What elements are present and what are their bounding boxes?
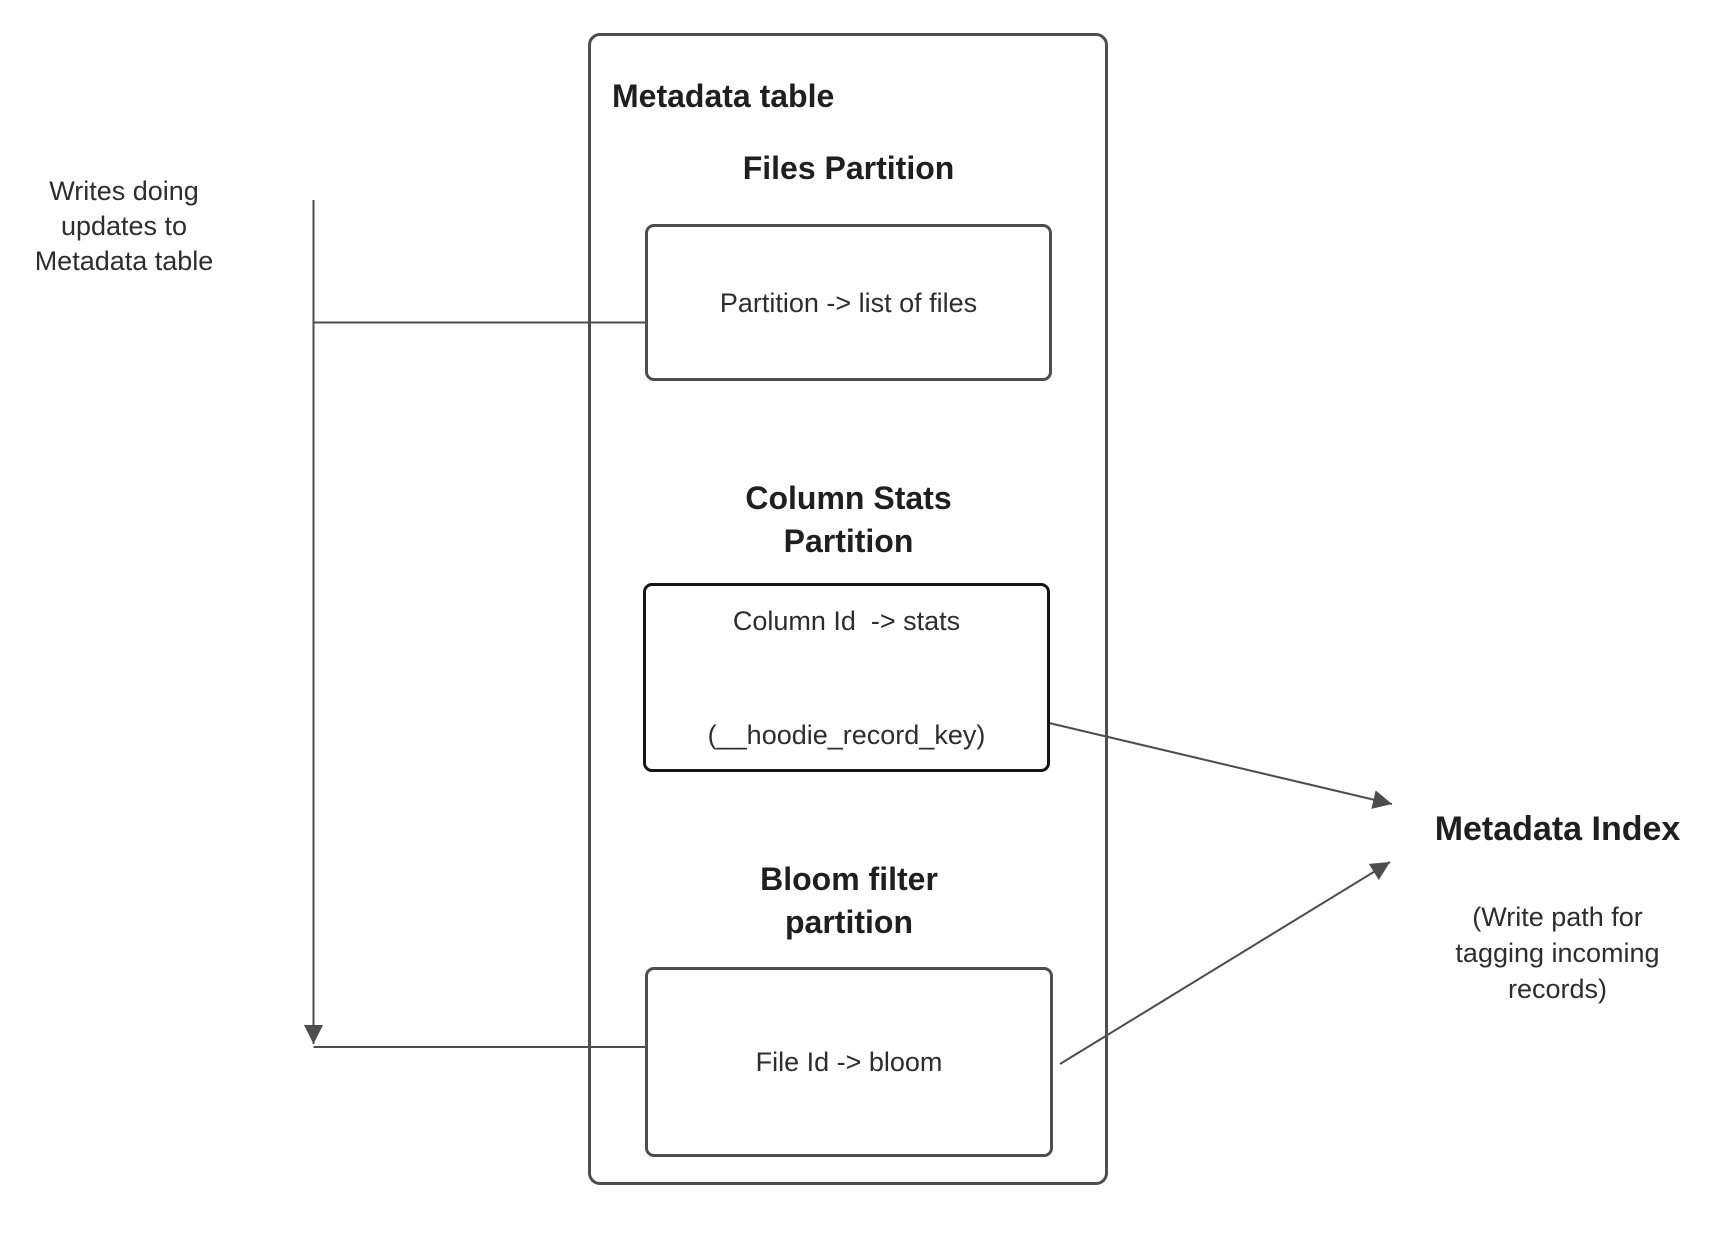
bloom-filter-mapping: File Id -> bloom	[755, 1047, 943, 1077]
writes-note-line: Writes doing	[49, 176, 199, 206]
bloom-heading-line: partition	[785, 904, 913, 940]
writes-note: Writes doing updates to Metadata table	[4, 174, 244, 279]
metadata-table-container	[588, 33, 1108, 1185]
bloom-to-index-arrow	[1059, 861, 1391, 1065]
writes-note-line: Metadata table	[34, 246, 214, 276]
bloom-filter-partition-heading: Bloom filter partition	[645, 858, 1053, 944]
column-stats-mapping: Column Id -> stats	[732, 605, 961, 636]
metadata-index-note-line: records)	[1507, 974, 1608, 1004]
column-stats-heading-line: Partition	[783, 523, 914, 559]
writes-note-line: updates to	[60, 211, 188, 241]
files-partition-box: Partition -> list of files	[645, 224, 1052, 381]
files-partition-heading: Files Partition	[742, 150, 955, 186]
metadata-table-title: Metadata table	[612, 78, 835, 114]
metadata-index-title: Metadata Index	[1434, 810, 1681, 848]
column-stats-heading-line: Column Stats	[745, 480, 952, 516]
bloom-heading-line: Bloom filter	[760, 861, 938, 897]
column-stats-partition-heading: Column Stats Partition	[645, 477, 1052, 563]
files-partition-mapping: Partition -> list of files	[719, 287, 978, 318]
metadata-index-note-line: (Write path for	[1472, 902, 1643, 932]
bloom-filter-partition-box: File Id -> bloom	[645, 967, 1053, 1157]
metadata-index-note: (Write path for tagging incoming records…	[1405, 899, 1710, 1007]
column-stats-partition-box: Column Id -> stats (__hoodie_record_key)	[643, 583, 1050, 772]
column-stats-record-key: (__hoodie_record_key)	[707, 719, 986, 750]
metadata-index-note-line: tagging incoming	[1455, 938, 1660, 968]
